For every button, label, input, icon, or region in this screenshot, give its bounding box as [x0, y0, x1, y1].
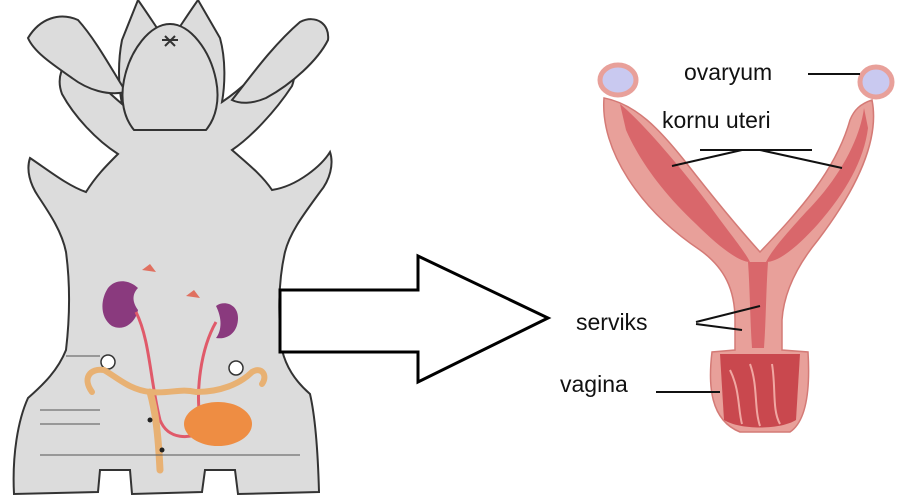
- leader-line-horn-right: [760, 150, 842, 168]
- right-arrow-icon: [280, 256, 548, 382]
- label-ovary: ovaryum: [684, 59, 772, 85]
- label-vagina: vagina: [560, 371, 628, 397]
- urinary-bladder: [184, 402, 252, 446]
- rat-dissection-illustration: [14, 0, 332, 494]
- rat-right-ear: [232, 19, 328, 103]
- label-uterine-horn: kornu uteri: [662, 107, 771, 133]
- label-cervix: serviks: [576, 309, 648, 335]
- rat-ovary-right: [229, 361, 243, 375]
- rat-dot-1: [148, 418, 153, 423]
- vagina-tissue: [720, 354, 800, 428]
- rat-left-ear: [28, 17, 126, 94]
- ovary-right: [860, 67, 892, 97]
- rat-dot-2: [160, 448, 165, 453]
- ovary-left: [600, 65, 636, 95]
